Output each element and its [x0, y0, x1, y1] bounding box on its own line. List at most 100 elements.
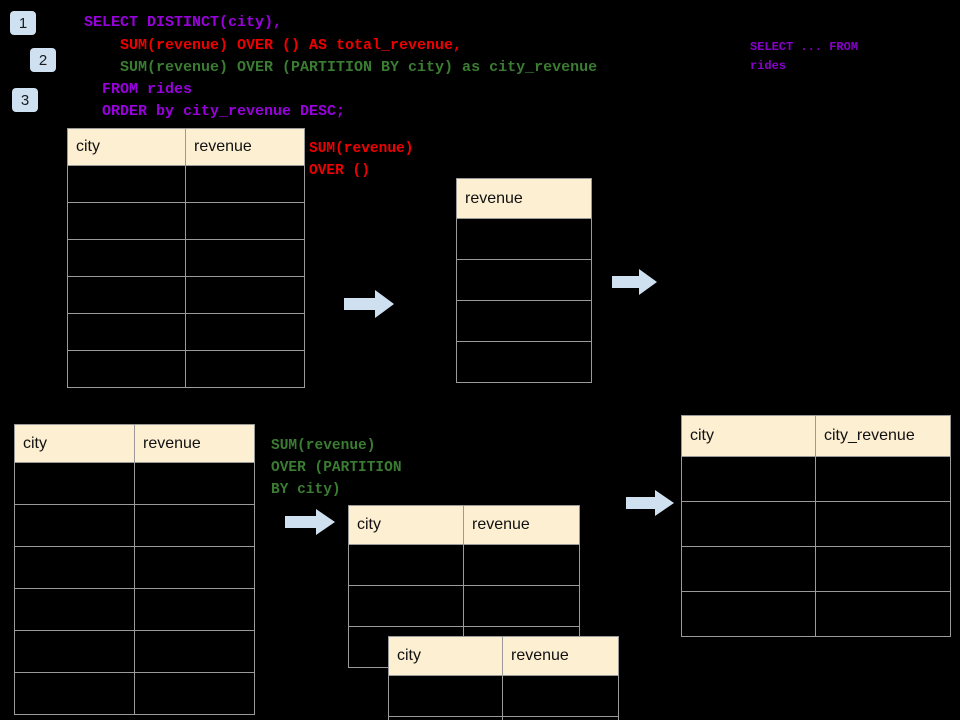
- cell-revenue: [456, 300, 592, 342]
- cell-revenue: [463, 585, 580, 627]
- step-badge-2-label: 2: [38, 51, 48, 69]
- cell-revenue: [185, 350, 305, 388]
- sidenote-rides: rides: [750, 59, 787, 73]
- table-row: [14, 672, 255, 715]
- table-row: [681, 456, 951, 502]
- cell-city: [14, 504, 135, 547]
- partition-group-table-front: city revenue: [388, 636, 619, 720]
- cell-revenue: [185, 239, 305, 277]
- column-header-city: city: [14, 424, 135, 463]
- sql-line-total-revenue: SUM(revenue) OVER () AS total_revenue,: [84, 37, 463, 54]
- table-row: [67, 276, 305, 314]
- cell-city: [681, 501, 816, 547]
- rides-source-table-top: city revenue: [67, 128, 305, 388]
- cell-city-revenue: [815, 591, 951, 637]
- cell-city-revenue: [815, 501, 951, 547]
- cell-revenue: [456, 259, 592, 301]
- table-row: [14, 588, 255, 631]
- cell-city: [14, 588, 135, 631]
- cell-city: [67, 239, 186, 277]
- cell-city: [348, 585, 464, 627]
- step-badge-1[interactable]: 1: [10, 11, 36, 35]
- table-row: [681, 546, 951, 592]
- cell-city: [14, 462, 135, 505]
- table-row: [348, 585, 580, 627]
- cell-city: [67, 313, 186, 351]
- column-header-city: city: [67, 128, 186, 166]
- sql-line-city-revenue: SUM(revenue) OVER (PARTITION BY city) as…: [84, 59, 598, 76]
- table-row: [388, 675, 619, 717]
- cell-revenue: [456, 341, 592, 383]
- table-header-row: city revenue: [388, 636, 619, 676]
- table-row: [67, 239, 305, 277]
- cell-revenue: [502, 716, 619, 720]
- cell-revenue: [185, 313, 305, 351]
- column-header-revenue: revenue: [502, 636, 619, 676]
- cell-city: [67, 276, 186, 314]
- table-row: [456, 259, 592, 301]
- table-header-row: city revenue: [14, 424, 255, 463]
- table-row: [388, 716, 619, 720]
- sidenote-select-from: SELECT ... FROM: [750, 40, 859, 54]
- city-revenue-result-table: city city_revenue: [681, 415, 951, 637]
- table-row: [67, 165, 305, 203]
- column-header-city: city: [388, 636, 503, 676]
- cell-city: [67, 202, 186, 240]
- cell-revenue: [185, 276, 305, 314]
- cell-city: [681, 591, 816, 637]
- cell-city: [681, 546, 816, 592]
- column-header-revenue: revenue: [456, 178, 592, 219]
- step-badge-3-label: 3: [20, 91, 30, 109]
- table-row: [14, 546, 255, 589]
- table-row: [14, 504, 255, 547]
- cell-revenue: [456, 218, 592, 260]
- cell-revenue: [463, 544, 580, 586]
- cell-revenue: [134, 588, 255, 631]
- cell-revenue: [185, 165, 305, 203]
- total-revenue-table: revenue: [456, 178, 592, 383]
- arrow-top-left: [344, 289, 394, 324]
- table-header-row: city city_revenue: [681, 415, 951, 457]
- table-row: [456, 300, 592, 342]
- column-header-revenue: revenue: [134, 424, 255, 463]
- cell-city: [388, 716, 503, 720]
- cell-revenue: [502, 675, 619, 717]
- rides-source-table-bottom: city revenue: [14, 424, 255, 715]
- table-row: [67, 313, 305, 351]
- table-row: [14, 630, 255, 673]
- sql-line-from: FROM rides: [84, 81, 193, 98]
- cell-city-revenue: [815, 456, 951, 502]
- cell-city: [67, 165, 186, 203]
- table-row: [14, 462, 255, 505]
- cell-revenue: [134, 546, 255, 589]
- annotation-sum-over-partition: SUM(revenue) OVER (PARTITION BY city): [271, 438, 402, 498]
- cell-revenue: [134, 504, 255, 547]
- table-row: [456, 341, 592, 383]
- cell-revenue: [134, 672, 255, 715]
- cell-revenue: [185, 202, 305, 240]
- arrow-bottom-left: [285, 508, 335, 541]
- sql-line-order-by: ORDER by city_revenue DESC;: [84, 103, 346, 120]
- arrow-bottom-right: [626, 489, 674, 522]
- column-header-city: city: [348, 505, 464, 545]
- table-row: [456, 218, 592, 260]
- column-header-revenue: revenue: [185, 128, 305, 166]
- cell-revenue: [134, 630, 255, 673]
- step-badge-2[interactable]: 2: [30, 48, 56, 72]
- step-badge-3[interactable]: 3: [12, 88, 38, 112]
- table-row: [67, 202, 305, 240]
- column-header-revenue: revenue: [463, 505, 580, 545]
- column-header-city: city: [681, 415, 816, 457]
- table-row: [67, 350, 305, 388]
- cell-city: [14, 630, 135, 673]
- arrow-top-right: [612, 268, 657, 301]
- cell-city: [388, 675, 503, 717]
- column-header-city-revenue: city_revenue: [815, 415, 951, 457]
- table-header-row: city revenue: [348, 505, 580, 545]
- annotation-sum-over-empty: SUM(revenue) OVER (): [309, 141, 414, 179]
- cell-city: [67, 350, 186, 388]
- cell-city: [681, 456, 816, 502]
- cell-city: [14, 546, 135, 589]
- table-header-row: revenue: [456, 178, 592, 219]
